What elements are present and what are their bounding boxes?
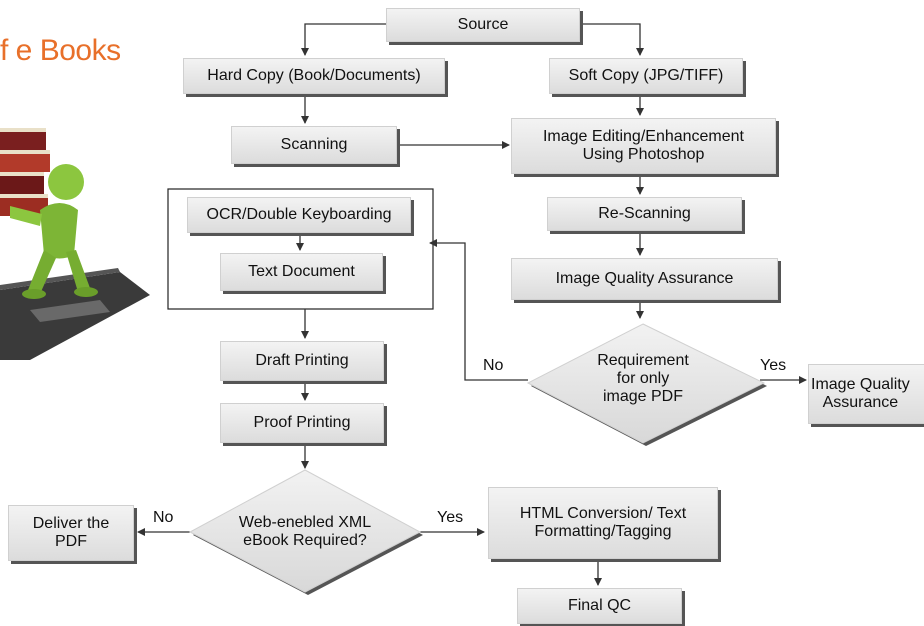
source-box: Source <box>386 8 580 42</box>
web-xml-label: Web-enebled XML eBook Required? <box>238 514 372 549</box>
final-qc-box: Final QC <box>517 588 682 624</box>
draft-printing-box: Draft Printing <box>220 341 384 381</box>
requirement-label: Requirement for only image PDF <box>597 352 689 405</box>
books-laptop-illustration <box>0 128 150 360</box>
web-xml-diamond <box>188 469 422 593</box>
page-title: f e Books <box>0 34 121 67</box>
requirement-yes-label: Yes <box>760 357 787 374</box>
scanning-box: Scanning <box>231 126 397 164</box>
xml-yes-label: Yes <box>437 509 464 526</box>
image-quality-assurance-box: Image Quality Assurance <box>511 258 778 300</box>
requirement-diamond <box>526 323 766 444</box>
requirement-no-label: No <box>483 357 504 374</box>
text-document-box: Text Document <box>220 253 383 291</box>
html-conversion-box: HTML Conversion/ Text Formatting/Tagging <box>488 487 718 559</box>
soft-copy-box: Soft Copy (JPG/TIFF) <box>549 58 743 94</box>
xml-no-label: No <box>153 509 174 526</box>
ocr-group-frame <box>167 188 434 310</box>
re-scanning-box: Re-Scanning <box>547 197 742 231</box>
image-editing-box: Image Editing/Enhancement Using Photosho… <box>511 118 776 174</box>
image-quality-assurance-right-box: Image Quality Assurance <box>808 364 924 424</box>
ocr-box: OCR/Double Keyboarding <box>187 197 411 233</box>
deliver-pdf-box: Deliver the PDF <box>8 505 134 561</box>
proof-printing-box: Proof Printing <box>220 403 384 443</box>
hard-copy-box: Hard Copy (Book/Documents) <box>183 58 445 94</box>
